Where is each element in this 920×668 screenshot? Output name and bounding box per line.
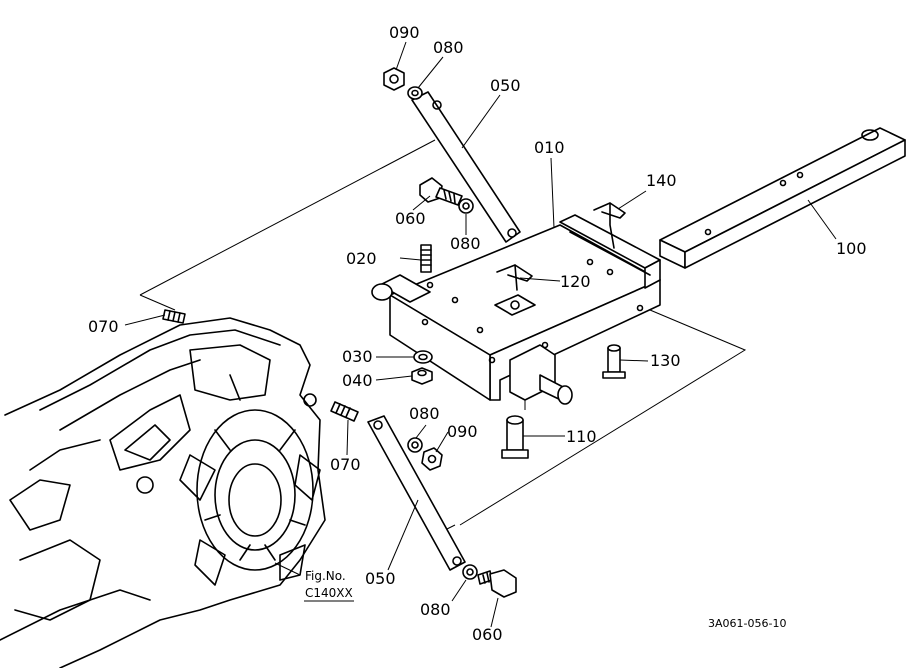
label-110: 110 xyxy=(566,427,597,446)
label-140: 140 xyxy=(646,171,677,190)
nut-090-top xyxy=(383,67,405,91)
fig-ref-line2: C140XX xyxy=(305,586,353,600)
label-010: 010 xyxy=(534,138,565,157)
label-050-low: 050 xyxy=(365,569,396,588)
label-090-low: 090 xyxy=(447,422,478,441)
washer-080-low xyxy=(407,437,423,453)
label-040: 040 xyxy=(342,371,373,390)
washer-080-mid xyxy=(458,198,474,214)
bolt-060-bottom xyxy=(477,569,517,598)
washer-080-top xyxy=(407,86,423,100)
nut-090-low xyxy=(421,447,443,471)
fig-reference: Fig.No. C140XX xyxy=(274,562,354,602)
label-070-left: 070 xyxy=(88,317,119,336)
main-bracket-010 xyxy=(371,214,661,405)
label-070-mid: 070 xyxy=(330,455,361,474)
drawing-code: 3A061-056-10 xyxy=(708,617,786,630)
washer-030 xyxy=(413,350,433,364)
leader-lines xyxy=(124,41,837,628)
label-060-top: 060 xyxy=(395,209,426,228)
label-080-low: 080 xyxy=(409,404,440,423)
label-090-top: 090 xyxy=(389,23,420,42)
stud-070-mid xyxy=(330,401,359,422)
stud-020 xyxy=(420,244,432,273)
label-120: 120 xyxy=(560,272,591,291)
label-050-top: 050 xyxy=(490,76,521,95)
clip-140 xyxy=(593,202,626,249)
label-130: 130 xyxy=(650,351,681,370)
clip-120 xyxy=(496,264,533,291)
bolt-060-top xyxy=(419,177,463,206)
fig-ref-line1: Fig.No. xyxy=(305,569,346,583)
engine-block xyxy=(0,317,326,668)
washer-080-bottom xyxy=(462,564,478,580)
label-080-top: 080 xyxy=(433,38,464,57)
nut-040 xyxy=(411,367,433,385)
label-080-mid: 080 xyxy=(450,234,481,253)
label-030: 030 xyxy=(342,347,373,366)
drawbar-100 xyxy=(659,127,906,269)
label-060-bottom: 060 xyxy=(472,625,503,644)
label-080-bottom: 080 xyxy=(420,600,451,619)
pin-130 xyxy=(602,344,626,379)
pin-110 xyxy=(501,415,529,459)
label-020: 020 xyxy=(346,249,377,268)
arm-050-top xyxy=(411,91,521,243)
label-100: 100 xyxy=(836,239,867,258)
arm-050-lower xyxy=(367,415,466,571)
stud-070-left xyxy=(162,309,186,324)
